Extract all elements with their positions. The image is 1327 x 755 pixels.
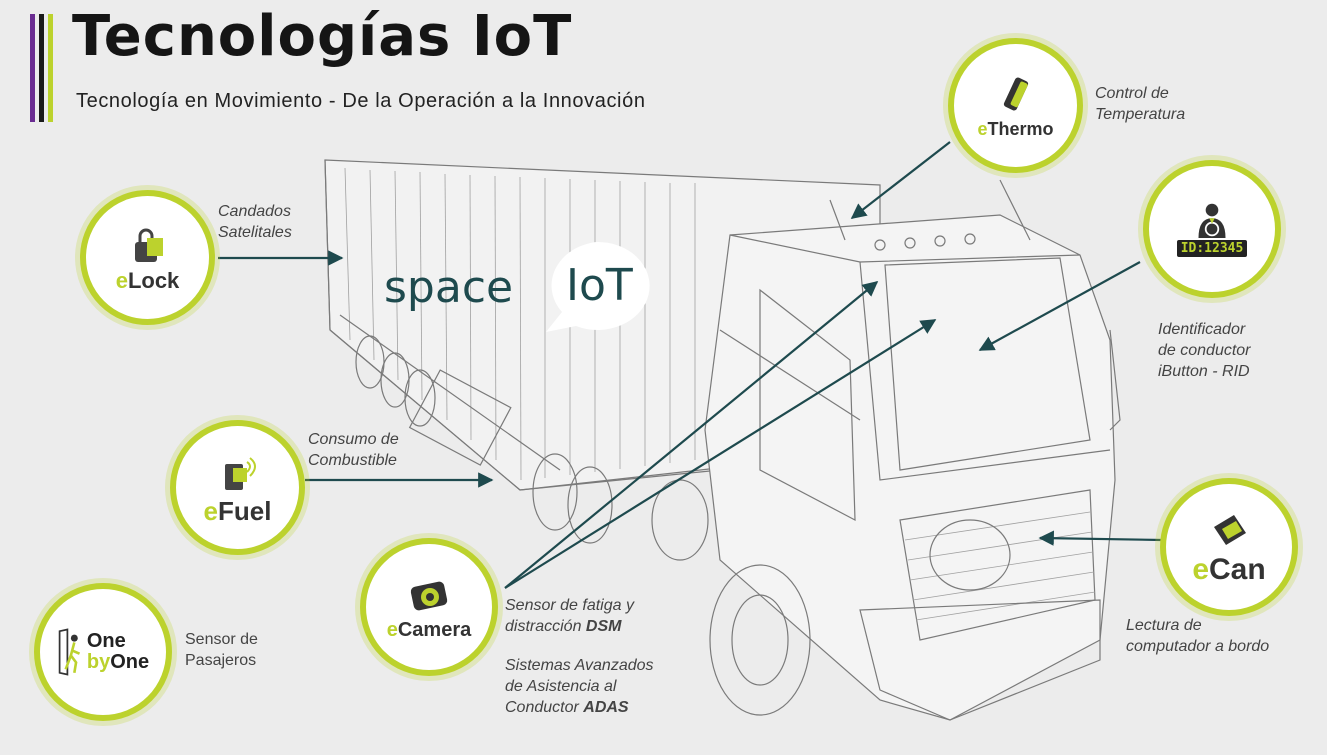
logo-space-text: space — [384, 262, 514, 313]
ethermo-module: eThermo — [948, 38, 1083, 173]
elock-label: Lock — [127, 267, 180, 293]
ecamera-adas-caption: Sistemas Avanzados de Asistencia al Cond… — [505, 657, 654, 716]
ecan-label: Can — [1209, 553, 1266, 586]
onebyone-module: One byOne — [34, 583, 172, 721]
title-accent-bars — [30, 14, 60, 124]
thermometer-icon — [1003, 77, 1028, 110]
driver-id-badge: ID:12345 — [1176, 239, 1248, 257]
driver-id-module: ID:12345 — [1143, 160, 1281, 298]
camera-icon — [410, 581, 448, 611]
speech-bubble-icon — [546, 241, 650, 332]
onebyone-line1: One — [86, 630, 126, 652]
logo-iot-text: IoT — [566, 260, 633, 311]
driver-id-icon — [1198, 203, 1226, 238]
page-subtitle: Tecnología en Movimiento - De la Operaci… — [76, 90, 646, 112]
elock-module: eLock — [80, 190, 215, 325]
ethermo-label: Thermo — [987, 118, 1054, 139]
page-title: Tecnologías IoT — [72, 4, 573, 69]
ecamera-module: eCamera — [360, 538, 498, 676]
space-iot-logo: space IoT — [380, 236, 650, 336]
ecan-module: eCan — [1160, 478, 1298, 616]
passenger-door-icon — [58, 628, 80, 676]
ecamera-label: Camera — [397, 619, 472, 641]
fuel-pump-icon — [224, 456, 256, 490]
ecamera-dsm-caption: Sensor de fatiga y distracción DSM — [505, 597, 634, 635]
padlock-icon — [134, 228, 163, 262]
can-connector-icon — [1214, 515, 1246, 545]
efuel-label: Fuel — [218, 495, 272, 526]
efuel-module: eFuel — [170, 420, 305, 555]
